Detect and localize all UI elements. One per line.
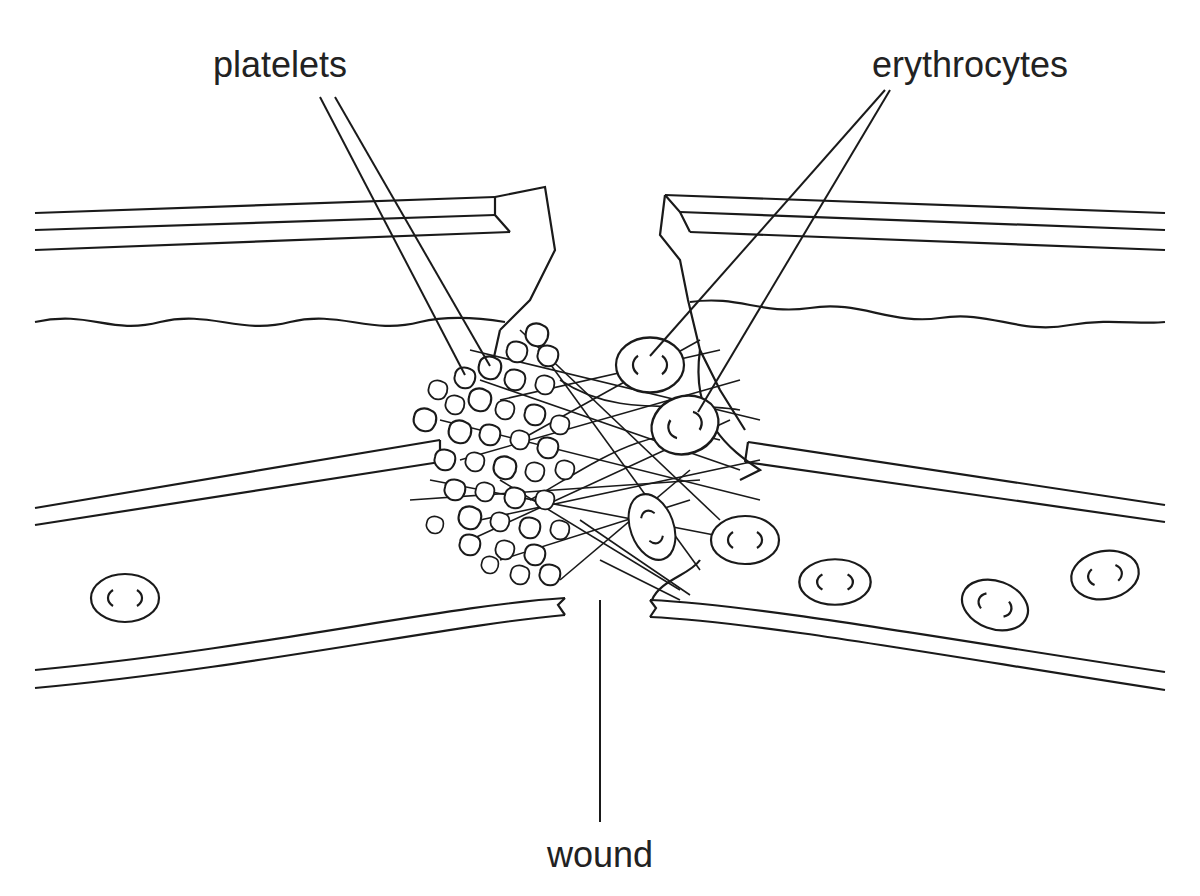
part-label: erythrocytes bbox=[869, 45, 1071, 85]
part-label: platelets bbox=[210, 45, 350, 85]
part-label: wound bbox=[544, 835, 656, 875]
